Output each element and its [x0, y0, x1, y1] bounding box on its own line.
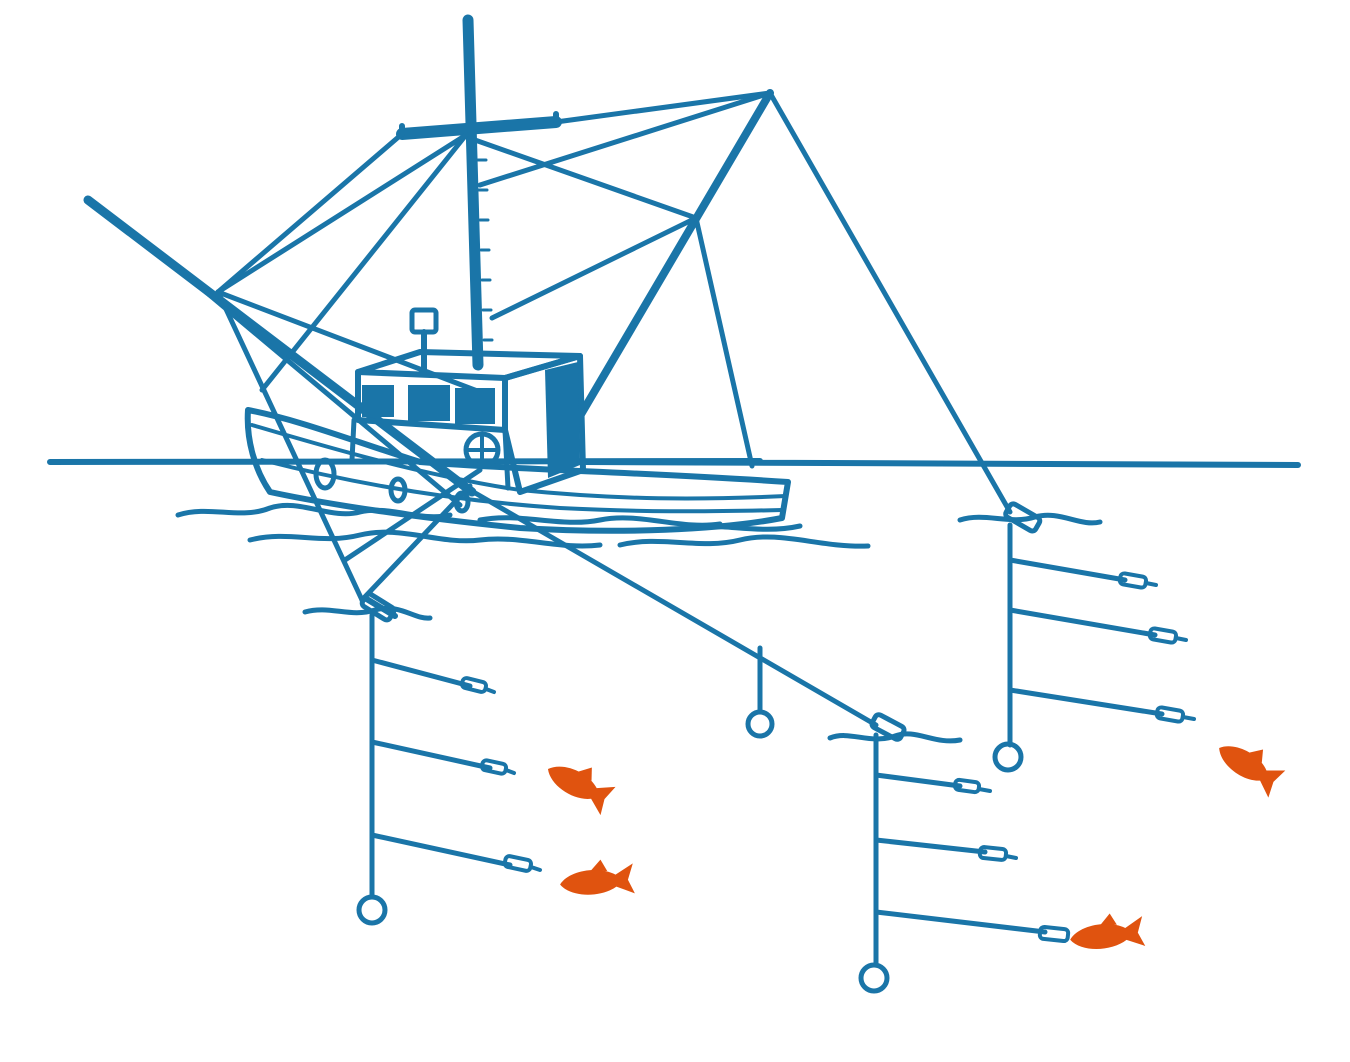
horizon [47, 458, 1301, 468]
drop-line-right [992, 501, 1196, 773]
fish-icon [560, 859, 635, 895]
drop-line-center [745, 709, 1071, 994]
sinker-ring-icon [858, 962, 890, 994]
fishing-boat-icon [244, 307, 791, 534]
waves [175, 502, 1103, 744]
fish-icon [1219, 746, 1286, 798]
float-icon [869, 712, 907, 742]
drop-line-left [356, 591, 542, 926]
fish-icon [547, 766, 616, 816]
fish-icon [1070, 913, 1146, 949]
sinker-ring-icon [356, 894, 388, 926]
sinker-ring-icon [992, 741, 1024, 773]
hook-lure-icon [1037, 924, 1071, 944]
sinker-ring-icon [745, 709, 775, 739]
float-icon [1003, 501, 1043, 534]
fish-group [547, 746, 1286, 949]
float-icon [362, 595, 398, 619]
